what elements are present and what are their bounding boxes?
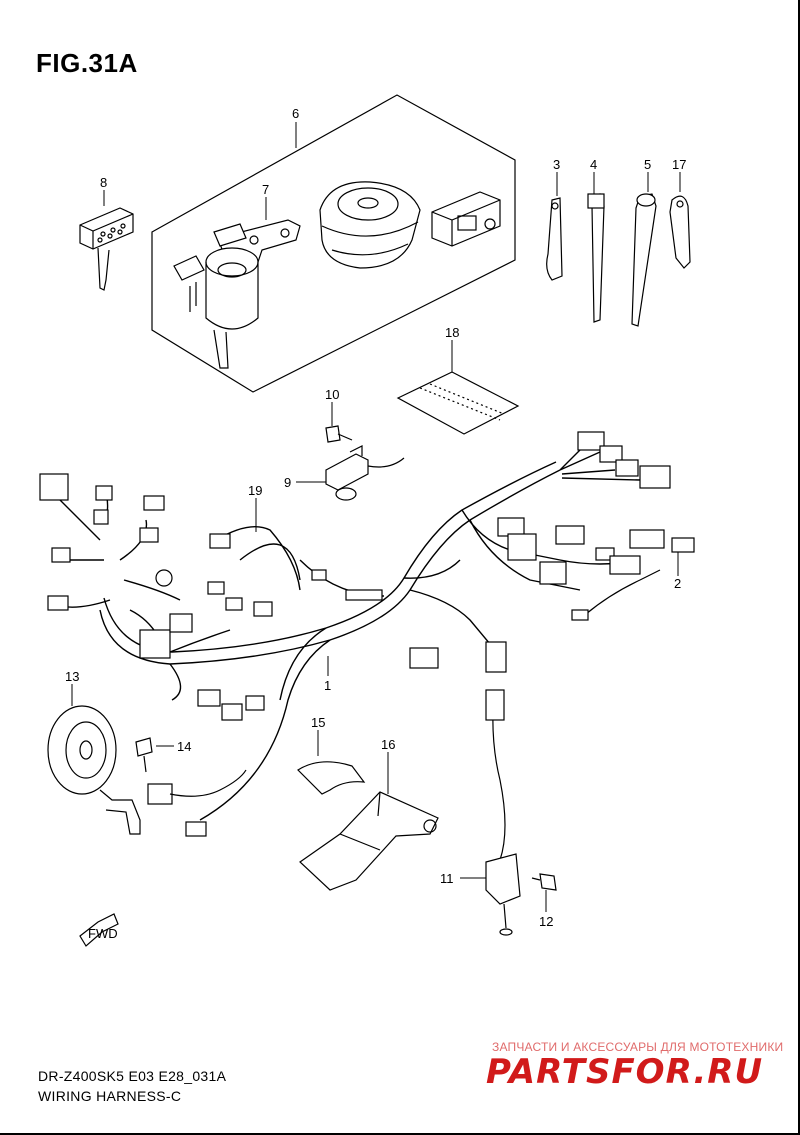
clamp-part-15 — [297, 761, 366, 795]
watermark-tagline: ЗАПЧАСТИ И АКСЕССУАРЫ ДЛЯ МОТОТЕХНИКИ — [492, 1040, 784, 1054]
switch-box — [431, 191, 501, 247]
callout-4: 4 — [590, 157, 597, 172]
horn-part-13 — [47, 705, 141, 835]
callout-7: 7 — [262, 182, 269, 197]
fwd-arrow: FWD — [79, 913, 119, 947]
clamp-part-3 — [546, 197, 563, 281]
callout-13: 13 — [65, 669, 79, 684]
callout-2: 2 — [674, 576, 681, 591]
callout-3: 3 — [553, 157, 560, 172]
callout-5: 5 — [644, 157, 651, 172]
callout-1: 1 — [324, 678, 331, 693]
callout-12: 12 — [539, 914, 553, 929]
model-code: DR-Z400SK5 E03 E28_031A — [38, 1068, 227, 1084]
lead-wire-end — [571, 609, 589, 621]
callout-6: 6 — [292, 106, 299, 121]
callout-8: 8 — [100, 175, 107, 190]
right-border — [798, 0, 800, 1135]
harness-connectors — [39, 431, 695, 837]
tie-part-5 — [631, 193, 657, 327]
callout-14: 14 — [177, 739, 191, 754]
fwd-label: FWD — [88, 926, 118, 941]
key-part-8 — [79, 207, 134, 291]
clip-part-17 — [669, 195, 691, 269]
label-part-18 — [396, 371, 520, 435]
callout-10: 10 — [325, 387, 339, 402]
horn-lead — [169, 769, 247, 797]
callout-15: 15 — [311, 715, 325, 730]
ignition-switch-part-7 — [173, 219, 301, 369]
callout-9: 9 — [284, 475, 291, 490]
callout-18: 18 — [445, 325, 459, 340]
callout-labels: 6 7 8 3 4 5 17 18 10 9 19 2 1 13 14 15 1… — [65, 106, 686, 929]
lock-cap — [319, 181, 421, 269]
leader-lines — [71, 122, 681, 912]
bottom-border — [0, 1133, 800, 1135]
sensor-part-11 — [485, 689, 521, 936]
lead-wire — [585, 569, 661, 615]
tie-part-4 — [587, 193, 605, 323]
callout-19: 19 — [248, 483, 262, 498]
bolt-part-14 — [135, 737, 153, 773]
diagram-name: WIRING HARNESS-C — [38, 1088, 182, 1104]
callout-11: 11 — [440, 871, 454, 886]
figure-title: FIG.31A — [36, 48, 138, 78]
callout-17: 17 — [672, 157, 686, 172]
bolt-part-12 — [531, 873, 557, 891]
bolt-part-10 — [325, 425, 353, 443]
callout-16: 16 — [381, 737, 395, 752]
ignition-set-box — [151, 94, 516, 393]
switch-part-9 — [325, 445, 405, 501]
bracket-part-16 — [299, 791, 439, 891]
watermark-logo: PARTSFOR.RU — [486, 1052, 764, 1092]
